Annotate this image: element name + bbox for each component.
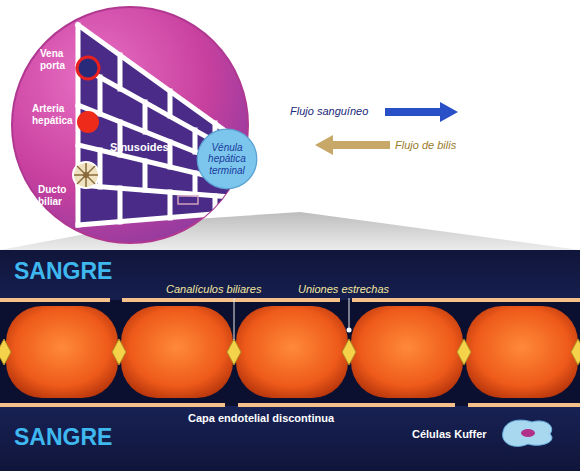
flow-label: Flujo sanguíneo [290,105,385,118]
structure-label: Células Kuffer [412,428,502,441]
bile-duct [73,162,99,188]
zoom-marker [178,196,198,204]
blood-band [0,250,580,471]
venule-label: Vénula hepática terminal [200,142,254,177]
structure-label: Canalículos biliares [166,283,296,296]
leader-line [234,298,235,340]
hepatocyte [6,306,578,398]
bile-canaliculus [0,339,580,365]
leader-line [349,298,350,328]
terminal-venule: Vénula hepática terminal [196,128,258,190]
node-text-wrap: Vénula hepática terminal [196,128,258,190]
endothelial-line [0,300,580,405]
cell-layer [0,300,580,406]
kupffer-cell [503,420,552,446]
tight-junction-dot [347,328,352,333]
portal-vein [77,57,99,79]
node-text-wrap: SANGRE [0,250,580,298]
vessel-label: Arteria hepática [32,103,80,127]
band-label: SANGRE [14,424,580,450]
bile-flow-arrow [315,135,390,155]
blood-flow-arrow [385,102,458,122]
sinusoid-grid [78,25,238,225]
structure-label: Uniones estrechas [298,283,423,296]
structure-label: Capa endotelial discontinua [188,412,378,425]
vessel-label: Vena porta [40,48,78,72]
flow-label: Flujo de bilis [395,139,485,152]
band-label: SANGRE [14,258,580,284]
hepatic-artery [77,111,99,133]
sinusoid-label: Sinusoides [110,141,190,154]
blood-band-label: SANGRE [0,250,580,298]
vessel-label: Ducto biliar [38,184,78,208]
lobule-circle [12,7,248,243]
